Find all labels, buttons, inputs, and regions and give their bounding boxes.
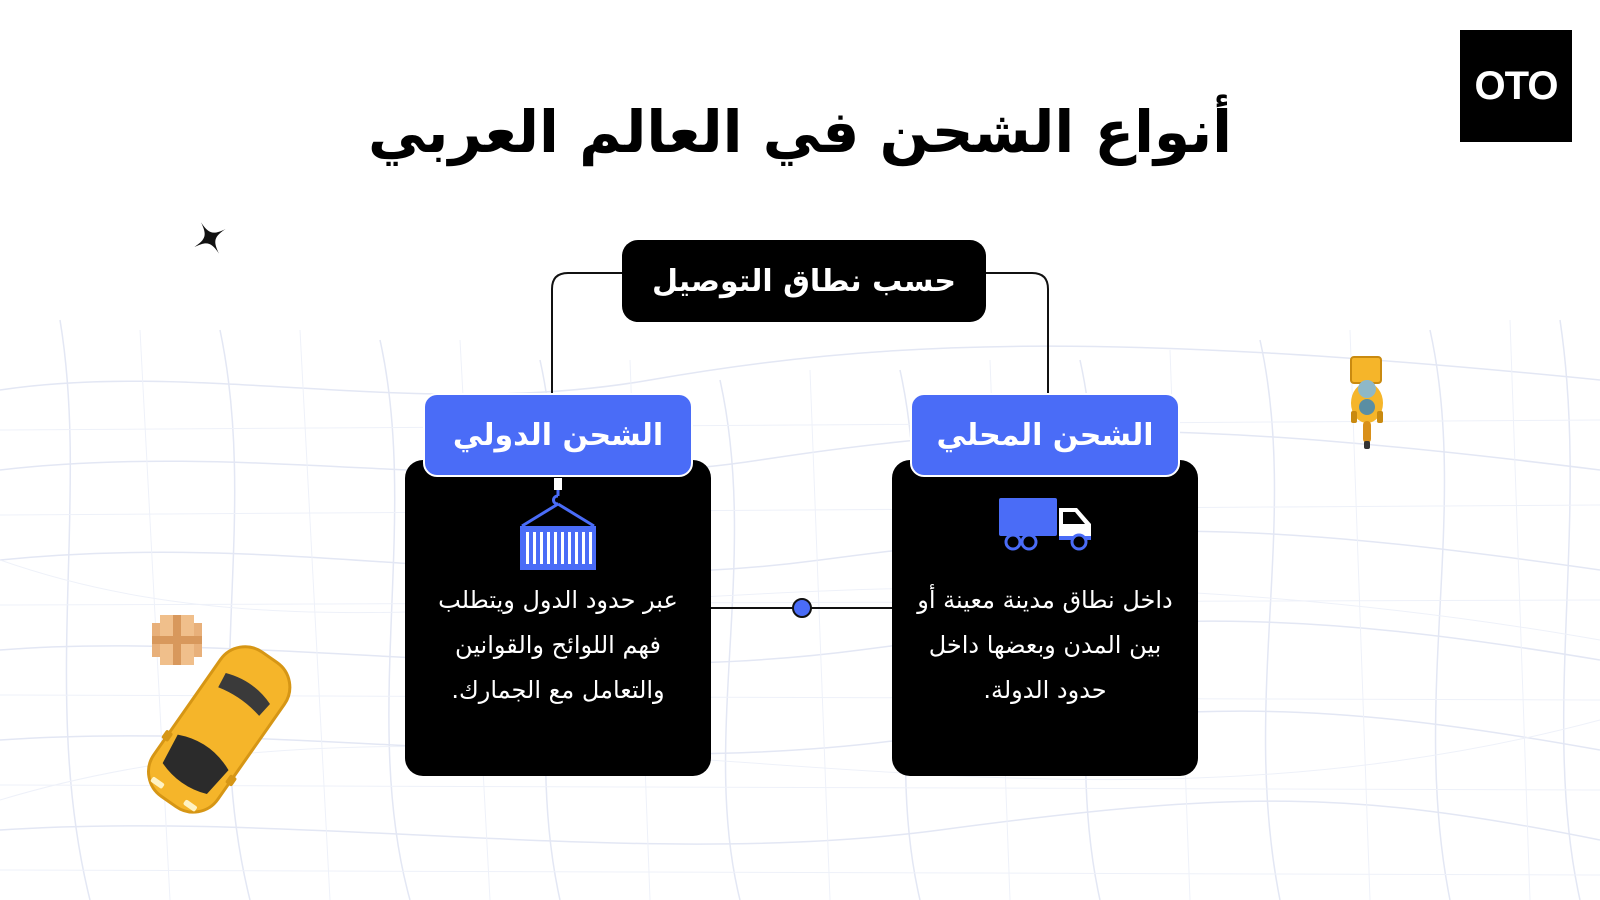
taxi-car-icon	[147, 645, 292, 814]
shipping-container-icon	[520, 478, 596, 570]
local-shipping-label: الشحن المحلي	[910, 393, 1180, 477]
page-title: أنواع الشحن في العالم العربي	[368, 98, 1232, 166]
delivery-scooter-icon	[1350, 356, 1383, 449]
parcel-box-icon	[152, 615, 202, 665]
root-label: حسب نطاق التوصيل	[652, 263, 956, 299]
international-shipping-label: الشحن الدولي	[423, 393, 693, 477]
international-shipping-card: عبر حدود الدول ويتطلب فهم اللوائح والقوا…	[405, 460, 711, 776]
logo-text: OTO	[1474, 63, 1559, 108]
local-label-text: الشحن المحلي	[936, 417, 1154, 453]
delivery-truck-icon	[999, 498, 1091, 551]
local-shipping-card: داخل نطاق مدينة معينة أو بين المدن وبعضه…	[892, 460, 1198, 776]
sparkle-icon	[194, 222, 226, 254]
international-shipping-description: عبر حدود الدول ويتطلب فهم اللوائح والقوا…	[438, 586, 678, 704]
local-shipping-description: داخل نطاق مدينة معينة أو بين المدن وبعضه…	[917, 586, 1173, 704]
oto-logo: OTO	[1460, 30, 1572, 142]
international-label-text: الشحن الدولي	[452, 417, 664, 453]
root-node: حسب نطاق التوصيل	[622, 240, 986, 322]
